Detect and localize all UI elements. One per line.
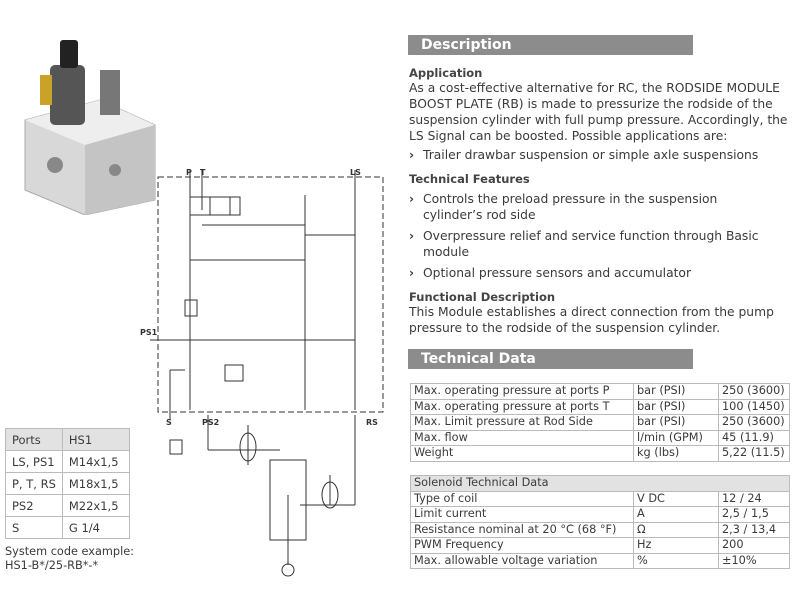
application-text: As a cost-effective alternative for RC, … (409, 81, 788, 143)
functional-text: This Module establishes a direct connect… (409, 305, 774, 335)
port-thread: M18x1,5 (61, 472, 130, 495)
spec-value: 2,5 / 1,5 (718, 506, 790, 523)
spec-name: Max. Limit pressure at Rod Side (410, 414, 634, 431)
spec-unit: bar (PSI) (633, 414, 719, 431)
functional-heading: Functional Description (409, 290, 556, 304)
spec-name: PWM Frequency (410, 537, 634, 554)
port-label-ps2: PS2 (202, 418, 219, 427)
solenoid-table-title: Solenoid Technical Data (410, 475, 790, 492)
spec-value: ±10% (718, 552, 790, 569)
port-name: PS2 (5, 494, 63, 517)
spec-value: 250 (3600) (718, 383, 790, 400)
spec-unit: V DC (633, 490, 719, 507)
application-bullet: Trailer drawbar suspension or simple axl… (409, 147, 794, 163)
description-section: Application As a cost-effective alternat… (409, 66, 794, 336)
technical-data-header: Technical Data (408, 349, 693, 369)
port-thread: M14x1,5 (61, 450, 130, 473)
spec-unit: Hz (633, 537, 719, 554)
spec-unit: % (633, 552, 719, 569)
feature-bullet: Controls the preload pressure in the sus… (409, 191, 773, 223)
port-label-s: S (166, 418, 172, 427)
spec-unit: A (633, 506, 719, 523)
port-name: S (5, 516, 63, 539)
application-heading: Application (409, 66, 483, 80)
description-header: Description (408, 35, 693, 55)
spec-value: 45 (11.9) (718, 429, 790, 446)
spec-value: 12 / 24 (718, 490, 790, 507)
spec-name: Type of coil (410, 490, 634, 507)
spec-unit: bar (PSI) (633, 398, 719, 415)
port-label-rs: RS (366, 418, 378, 427)
product-image (24, 40, 156, 215)
spec-unit: Ω (633, 521, 719, 538)
spec-unit: bar (PSI) (633, 383, 719, 400)
system-code-label: System code example: (5, 545, 134, 558)
spec-value: 250 (3600) (718, 414, 790, 431)
features-heading: Technical Features (409, 172, 530, 186)
ports-header: Ports (5, 428, 63, 451)
port-name: P, T, RS (5, 472, 63, 495)
spec-value: 100 (1450) (718, 398, 790, 415)
spec-value: 5,22 (11.5) (718, 445, 790, 462)
spec-unit: l/min (GPM) (633, 429, 719, 446)
port-label-ps1: PS1 (140, 328, 158, 337)
feature-bullet: Overpressure relief and service function… (409, 228, 794, 260)
port-thread: G 1/4 (61, 516, 130, 539)
spec-unit: kg (lbs) (633, 445, 719, 462)
feature-bullet: Optional pressure sensors and accumulato… (409, 265, 794, 281)
port-thread: M22x1,5 (61, 494, 130, 517)
spec-name: Limit current (410, 506, 634, 523)
port-label-ls: LS (350, 168, 361, 177)
spec-name: Resistance nominal at 20 °C (68 °F) (410, 521, 634, 538)
spec-name: Max. operating pressure at ports T (410, 398, 634, 415)
system-code-value: HS1-B*/25-RB*-* (5, 559, 99, 572)
spec-name: Max. operating pressure at ports P (410, 383, 634, 400)
ports-header: HS1 (61, 428, 130, 451)
spec-name: Max. flow (410, 429, 634, 446)
spec-value: 200 (718, 537, 790, 554)
system-code: System code example: HS1-B*/25-RB*-* (5, 545, 134, 573)
port-name: LS, PS1 (5, 450, 63, 473)
spec-name: Weight (410, 445, 634, 462)
hydraulic-schematic: P T LS PS1 S PS2 RS (140, 168, 384, 577)
spec-name: Max. allowable voltage variation (410, 552, 634, 569)
port-label-t: T (200, 168, 206, 177)
spec-value: 2,3 / 13,4 (718, 521, 790, 538)
port-label-p: P (186, 168, 192, 177)
